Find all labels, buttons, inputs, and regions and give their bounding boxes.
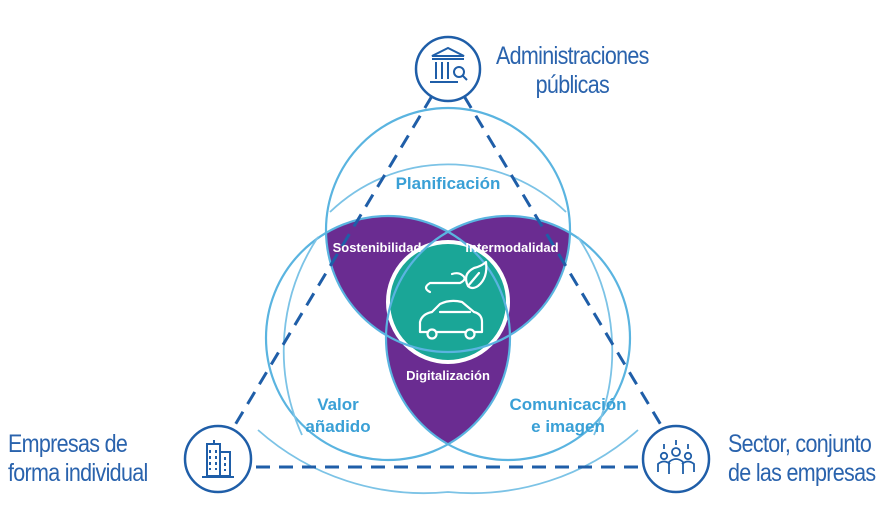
stakeholder-top-line1: Administraciones [496, 42, 649, 70]
label-planificacion: Planificación [396, 174, 501, 193]
stakeholder-left-line1: Empresas de [8, 430, 128, 458]
label-sostenibilidad: Sostenibilidad [333, 240, 422, 255]
label-digitalizacion: Digitalización [406, 368, 490, 383]
label-anadido: añadido [305, 417, 370, 436]
dashed-triangle [230, 95, 666, 469]
stakeholder-top-label: Administraciones públicas [496, 42, 649, 100]
stakeholder-right-label: Sector, conjunto de las empresas [728, 430, 876, 488]
circle-right [384, 214, 632, 462]
outer-arc-left [282, 236, 319, 436]
stakeholder-left-badge [183, 424, 253, 494]
people-group-icon [657, 440, 695, 474]
electric-car-leaf-icon [418, 260, 488, 340]
office-buildings-icon [202, 440, 234, 478]
label-e-imagen: e imagen [531, 417, 605, 436]
stakeholder-left-label: Empresas de forma individual [8, 430, 148, 488]
label-valor: Valor [317, 395, 359, 414]
circle-left [264, 214, 512, 462]
circle-top [324, 106, 572, 354]
stakeholder-top-line2: públicas [535, 71, 610, 99]
stakeholder-right-line1: Sector, conjunto [728, 430, 872, 458]
label-comunicacion: Comunicación [509, 395, 626, 414]
label-intermodalidad: Intermodalidad [465, 240, 558, 255]
stakeholder-right-badge [641, 424, 711, 494]
stakeholder-top-badge [414, 35, 482, 103]
stakeholder-right-line2: de las empresas [728, 459, 876, 487]
outer-arc-right [577, 236, 614, 436]
stakeholder-left-line2: forma individual [8, 459, 148, 487]
government-building-icon [430, 46, 468, 83]
outer-arc-top [329, 163, 567, 213]
